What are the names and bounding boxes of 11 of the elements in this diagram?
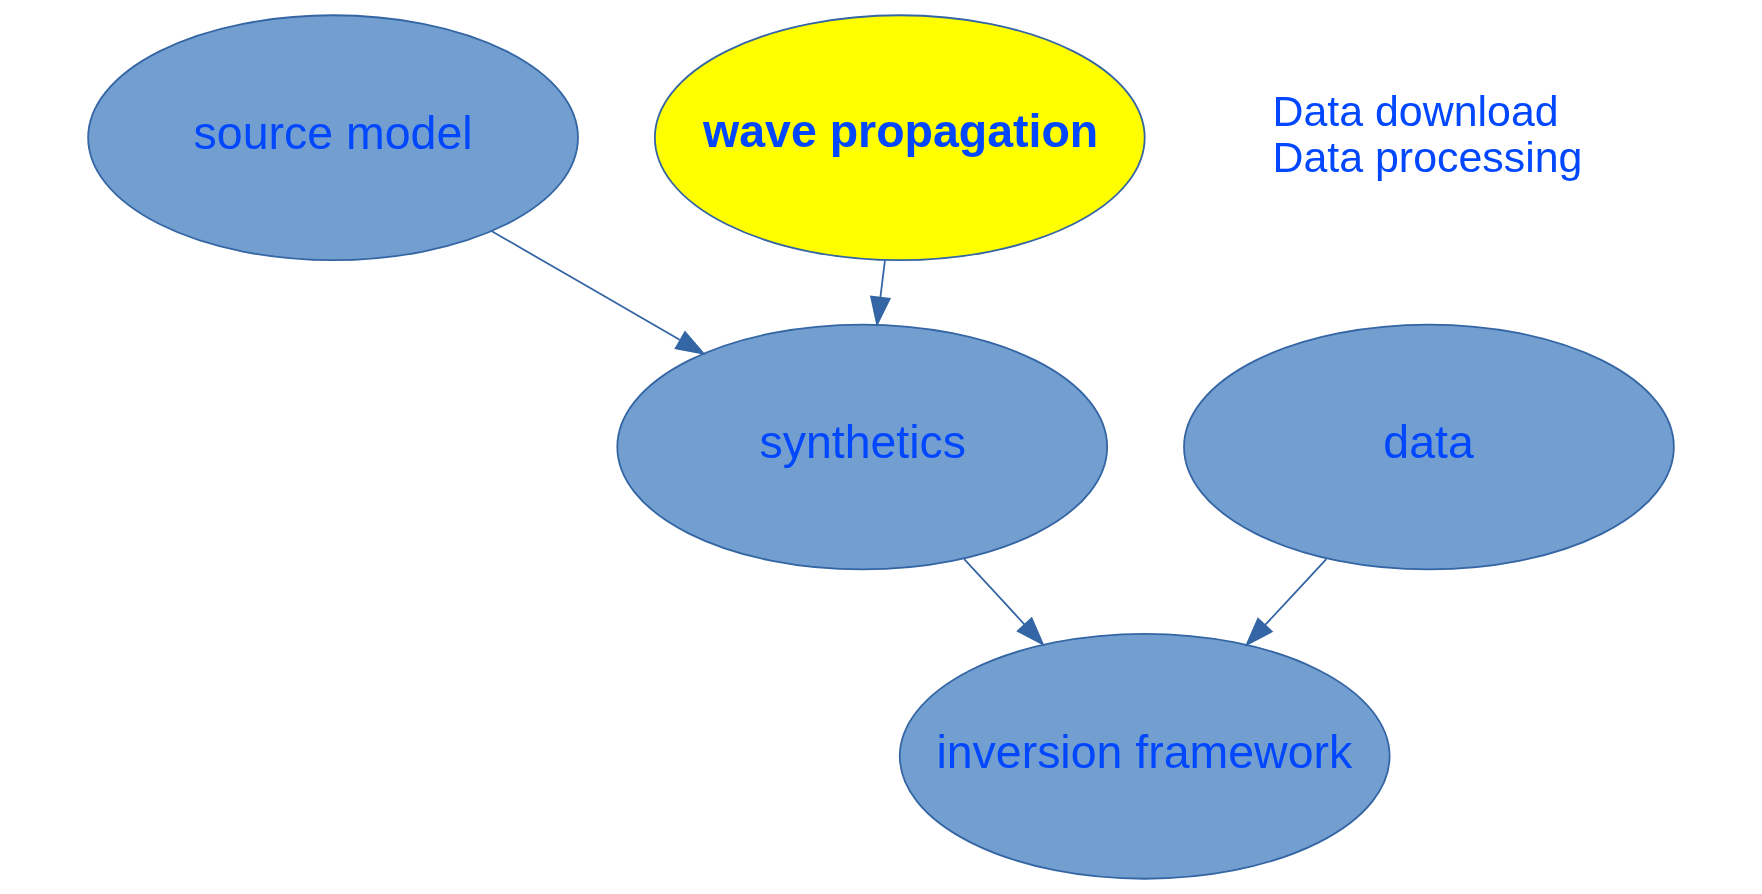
node-ellipse: inversion framework	[898, 632, 1391, 880]
node-ellipse: data	[1183, 323, 1675, 571]
arrow	[869, 259, 892, 327]
arrow	[1244, 558, 1328, 647]
node-ellipse: wave propagation	[653, 14, 1146, 262]
label: Data processing	[1272, 133, 1583, 182]
arrow	[490, 230, 706, 355]
node-ellipse: source model	[87, 14, 579, 262]
node-ellipse: synthetics	[616, 323, 1109, 571]
label: Data download	[1272, 86, 1559, 135]
arrow	[963, 558, 1045, 647]
